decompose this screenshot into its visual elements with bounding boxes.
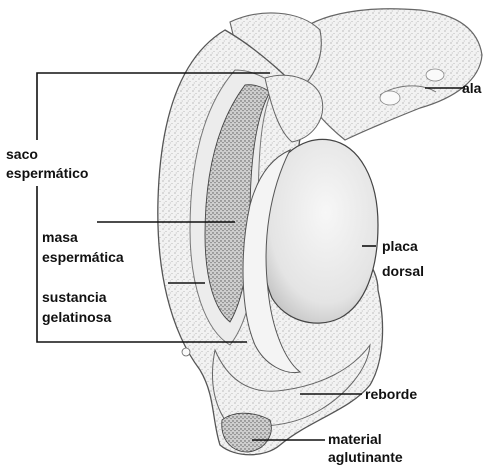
label-reborde: reborde: [365, 386, 417, 402]
label-ala: ala: [462, 80, 482, 96]
label-material-line1: material: [328, 431, 382, 447]
label-saco-line1: saco: [6, 146, 38, 162]
label-sustancia-line2: gelatinosa: [42, 309, 111, 325]
label-masa-line1: masa: [42, 229, 78, 245]
label-saco-line2: espermático: [6, 165, 88, 181]
label-masa-line2: espermática: [42, 249, 124, 265]
label-placa-line1: placa: [382, 238, 418, 254]
label-sustancia-line1: sustancia: [42, 289, 107, 305]
label-placa-line2: dorsal: [382, 263, 424, 279]
label-material-line2: aglutinante: [328, 449, 403, 465]
